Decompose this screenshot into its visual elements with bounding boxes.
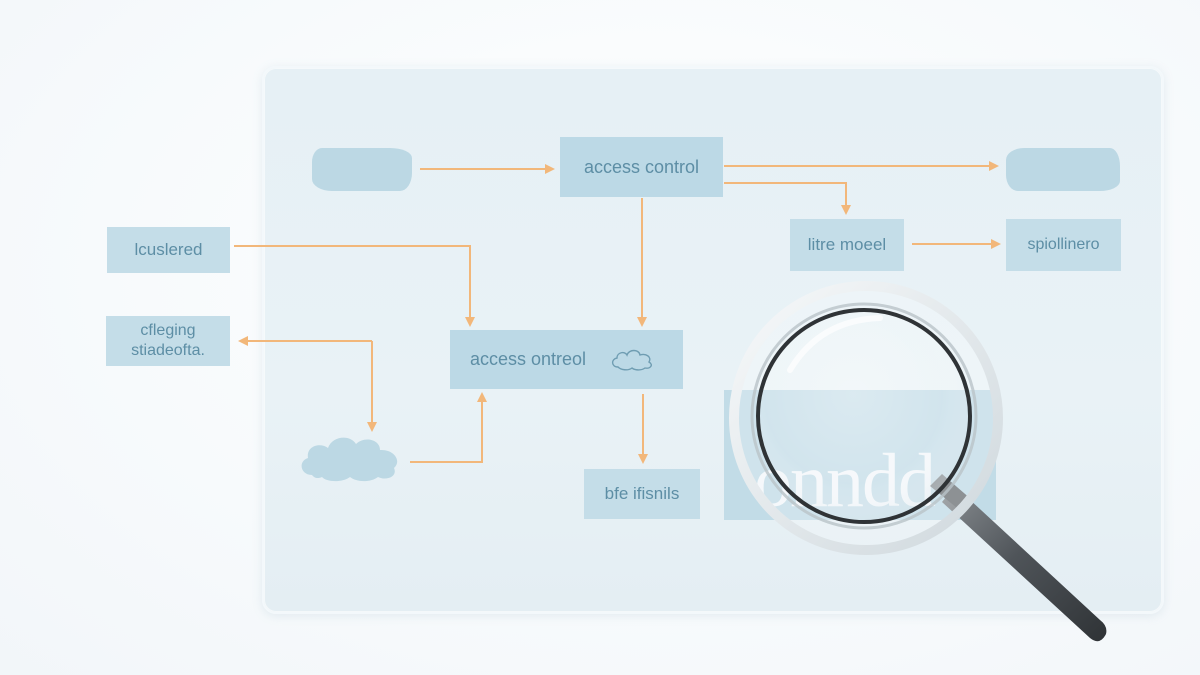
litre-moeel-node[interactable]: litre moeel [790, 219, 904, 271]
cfleging-label-line1: cfleging [140, 322, 196, 339]
magnified-panel: onndd [724, 390, 996, 520]
access-control-label: access control [583, 156, 700, 177]
magnified-text: onndd [754, 439, 936, 520]
bfe-ifisnils-node[interactable]: bfe ifisnils [584, 469, 700, 519]
cloud-icon [301, 437, 398, 482]
access-ontreol-node[interactable]: access ontreol [450, 330, 683, 389]
spiollinero-label: spiollinero [1027, 236, 1100, 253]
top-right-blob [1006, 148, 1120, 191]
lcuslered-node[interactable]: lcuslered [107, 227, 230, 273]
bfe-ifisnils-label: bfe ifisnils [604, 484, 680, 504]
lcuslered-label: lcuslered [134, 240, 203, 260]
litre-moeel-label: litre moeel [807, 235, 887, 255]
cfleging-node[interactable]: cfleging stiadeofta. [106, 316, 230, 366]
cloud-icon [611, 349, 653, 371]
access-control-node[interactable]: access control [560, 137, 723, 197]
spiollinero-node[interactable]: spiollinero [1006, 219, 1121, 271]
cfleging-label-line2: stiadeofta. [131, 342, 205, 359]
top-left-blob [312, 148, 412, 191]
access-ontreol-label: access ontreol [470, 349, 587, 370]
